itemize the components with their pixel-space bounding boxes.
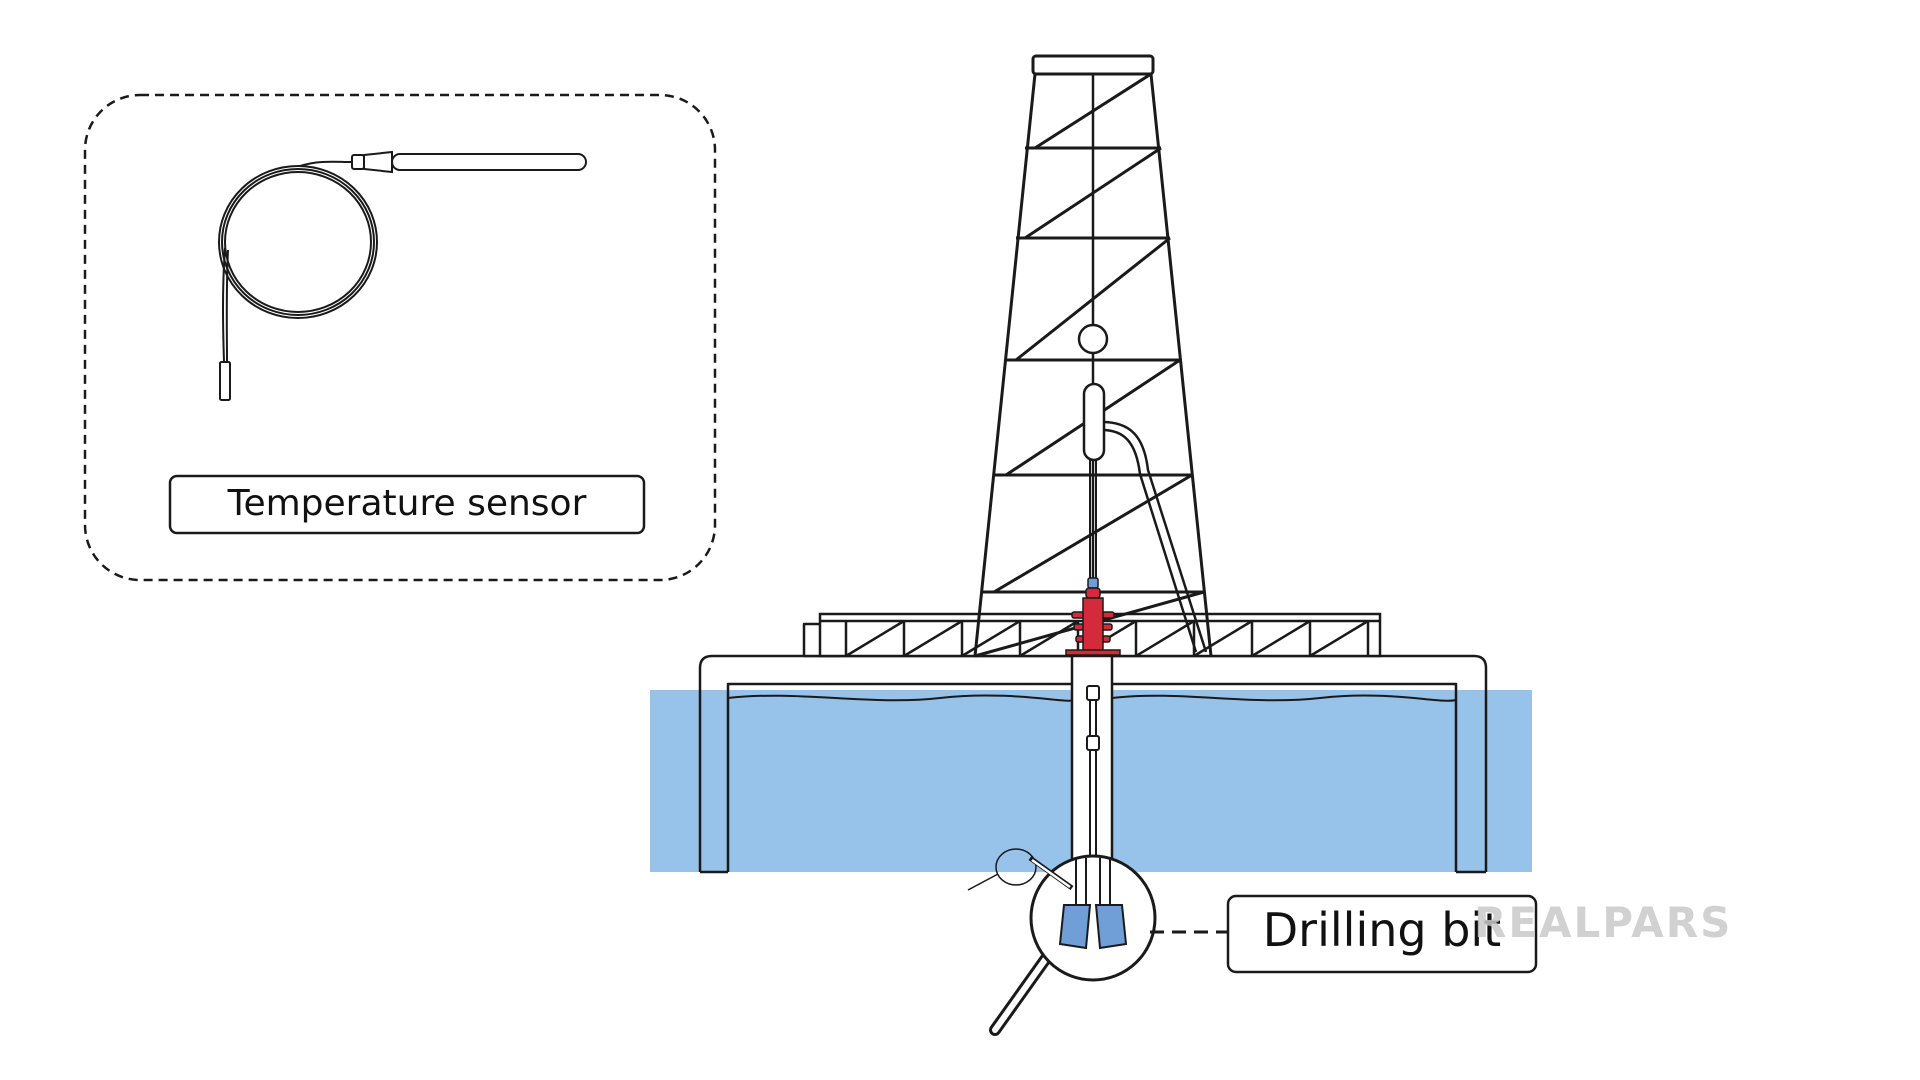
hoisting-gear <box>1077 74 1208 653</box>
drilling-bit-icon <box>1058 858 1128 950</box>
temperature-sensor-label-box <box>168 474 646 535</box>
magnifier <box>967 848 1157 1036</box>
derrick-tower <box>973 54 1213 658</box>
drilling-bit-label: Drilling bit <box>1263 903 1501 957</box>
well-riser <box>1070 654 1114 878</box>
temperature-sensor-label: Temperature sensor <box>227 483 587 524</box>
drilling-bit-callout: Drilling bit <box>1150 894 1538 974</box>
magnifier-lens <box>1029 854 1157 982</box>
downhole-temperature-sensor-icon <box>967 848 1074 891</box>
inset-dashed-frame <box>83 93 717 582</box>
temperature-sensor-inset: Temperature sensor <box>83 93 717 582</box>
temperature-sensor-icon <box>218 150 587 401</box>
drilling-bit-label-box <box>1226 894 1538 974</box>
realpars-watermark: REALPARS <box>1474 898 1732 947</box>
